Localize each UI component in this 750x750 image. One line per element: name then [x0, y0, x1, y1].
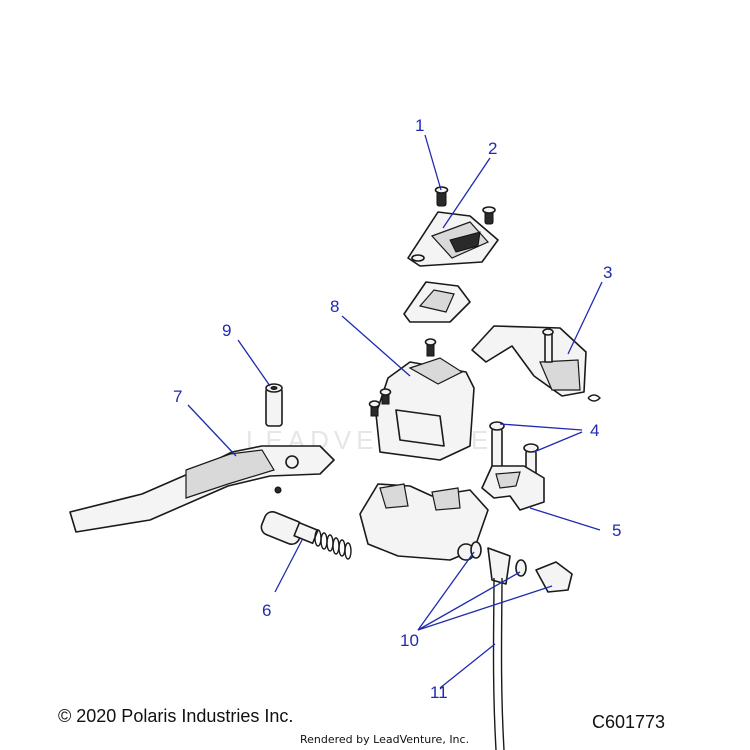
- part-diaphragm: [403, 281, 471, 323]
- part-brake-line: [492, 577, 505, 750]
- callout-10: 10: [400, 631, 419, 650]
- part-reservoir-cap: [407, 211, 499, 267]
- part-washers-banjo-bolt: [470, 541, 573, 593]
- part-bushing: [265, 383, 283, 427]
- copyright-text: © 2020 Polaris Industries Inc.: [58, 706, 294, 726]
- callout-1: 1: [415, 116, 425, 135]
- callout-9: 9: [222, 321, 232, 340]
- part-master-cylinder-housing: [368, 338, 475, 461]
- callout-3: 3: [603, 263, 613, 282]
- part-brake-lever: [69, 445, 335, 533]
- callout-4: 4: [590, 421, 600, 440]
- callout-8: 8: [330, 297, 340, 316]
- leader-lines: [187, 134, 603, 689]
- callout-2: 2: [488, 139, 498, 158]
- rendered-by-text: Rendered by LeadVenture, Inc.: [300, 733, 470, 746]
- diagram-code: C601773: [592, 712, 666, 732]
- part-screw-1: [434, 186, 496, 225]
- part-bracket: [471, 325, 601, 402]
- part-piston-assembly: [260, 510, 352, 560]
- callout-5: 5: [612, 521, 622, 540]
- part-handlebar-clamp: [481, 465, 545, 511]
- part-master-cylinder-body: [359, 483, 489, 561]
- callout-6: 6: [262, 601, 272, 620]
- callout-11: 11: [430, 683, 448, 702]
- callout-7: 7: [173, 387, 183, 406]
